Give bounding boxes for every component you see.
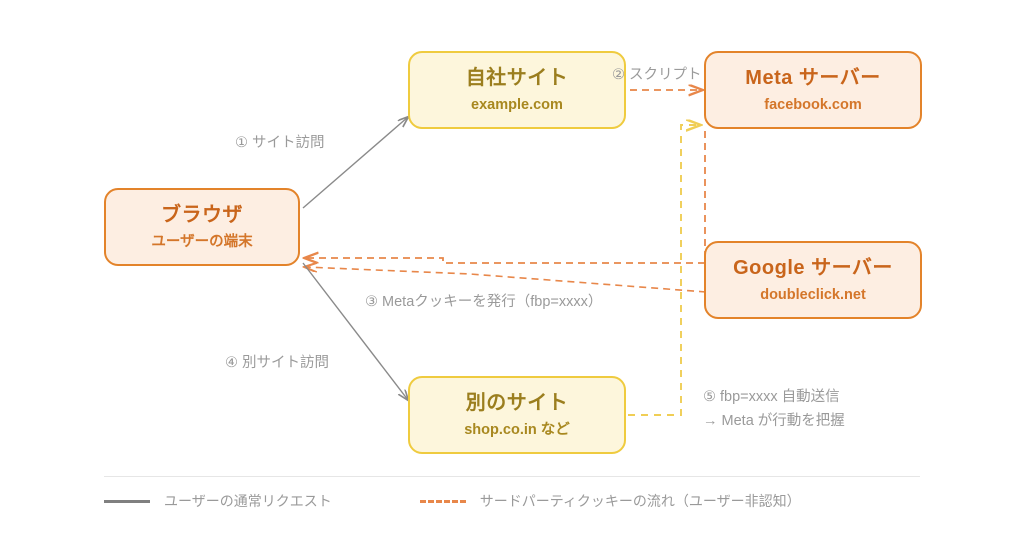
node-meta-server-subtitle: facebook.com <box>764 96 862 113</box>
node-browser-subtitle: ユーザーの端末 <box>151 233 253 250</box>
edge-label-step2: ② スクリプト <box>612 67 702 83</box>
legend-label-normal-request: ユーザーの通常リクエスト <box>164 493 332 509</box>
node-own-site-subtitle: example.com <box>471 96 563 113</box>
legend-label-third-party-cookie: サードパーティクッキーの流れ（ユーザー非認知） <box>479 493 801 509</box>
node-other-site-subtitle: shop.co.in など <box>464 421 570 438</box>
node-google-server-subtitle: doubleclick.net <box>760 286 866 303</box>
legend: ユーザーの通常リクエスト サードパーティクッキーの流れ（ユーザー非認知） <box>104 476 920 511</box>
edge-label-step5-line1: ⑤ fbp=xxxx 自動送信 <box>703 389 840 405</box>
edge-other-site-to-meta <box>628 125 700 416</box>
edge-label-step3: ③ Metaクッキーを発行（fbp=xxxx） <box>365 294 603 310</box>
node-other-site-title: 別のサイト <box>465 391 569 414</box>
node-other-site[interactable]: 別のサイト shop.co.in など <box>408 376 626 454</box>
node-browser-title: ブラウザ <box>161 203 243 226</box>
edge-meta-to-browser <box>305 131 706 264</box>
edge-label-step1: ① サイト訪問 <box>235 135 325 151</box>
edge-browser-to-own-site <box>302 117 408 209</box>
node-meta-server[interactable]: Meta サーバー facebook.com <box>704 51 922 129</box>
edge-label-step4: ④ 別サイト訪問 <box>225 355 330 371</box>
legend-dashed-line-icon <box>419 499 466 503</box>
node-google-server-title: Google サーバー <box>733 256 893 279</box>
legend-item-third-party-cookie: サードパーティクッキーの流れ（ユーザー非認知） <box>419 491 801 511</box>
node-own-site[interactable]: 自社サイト example.com <box>408 51 626 129</box>
edge-browser-to-other-site <box>302 262 408 400</box>
legend-solid-line-icon <box>104 499 150 503</box>
legend-item-normal-request: ユーザーの通常リクエスト <box>104 491 332 511</box>
edge-label-step5-line2: → Meta が行動を把握 <box>703 413 845 429</box>
edge-google-to-browser <box>305 267 707 293</box>
node-meta-server-title: Meta サーバー <box>745 66 881 89</box>
node-own-site-title: 自社サイト <box>465 66 569 89</box>
node-browser[interactable]: ブラウザ ユーザーの端末 <box>104 188 300 266</box>
node-google-server[interactable]: Google サーバー doubleclick.net <box>704 241 922 319</box>
